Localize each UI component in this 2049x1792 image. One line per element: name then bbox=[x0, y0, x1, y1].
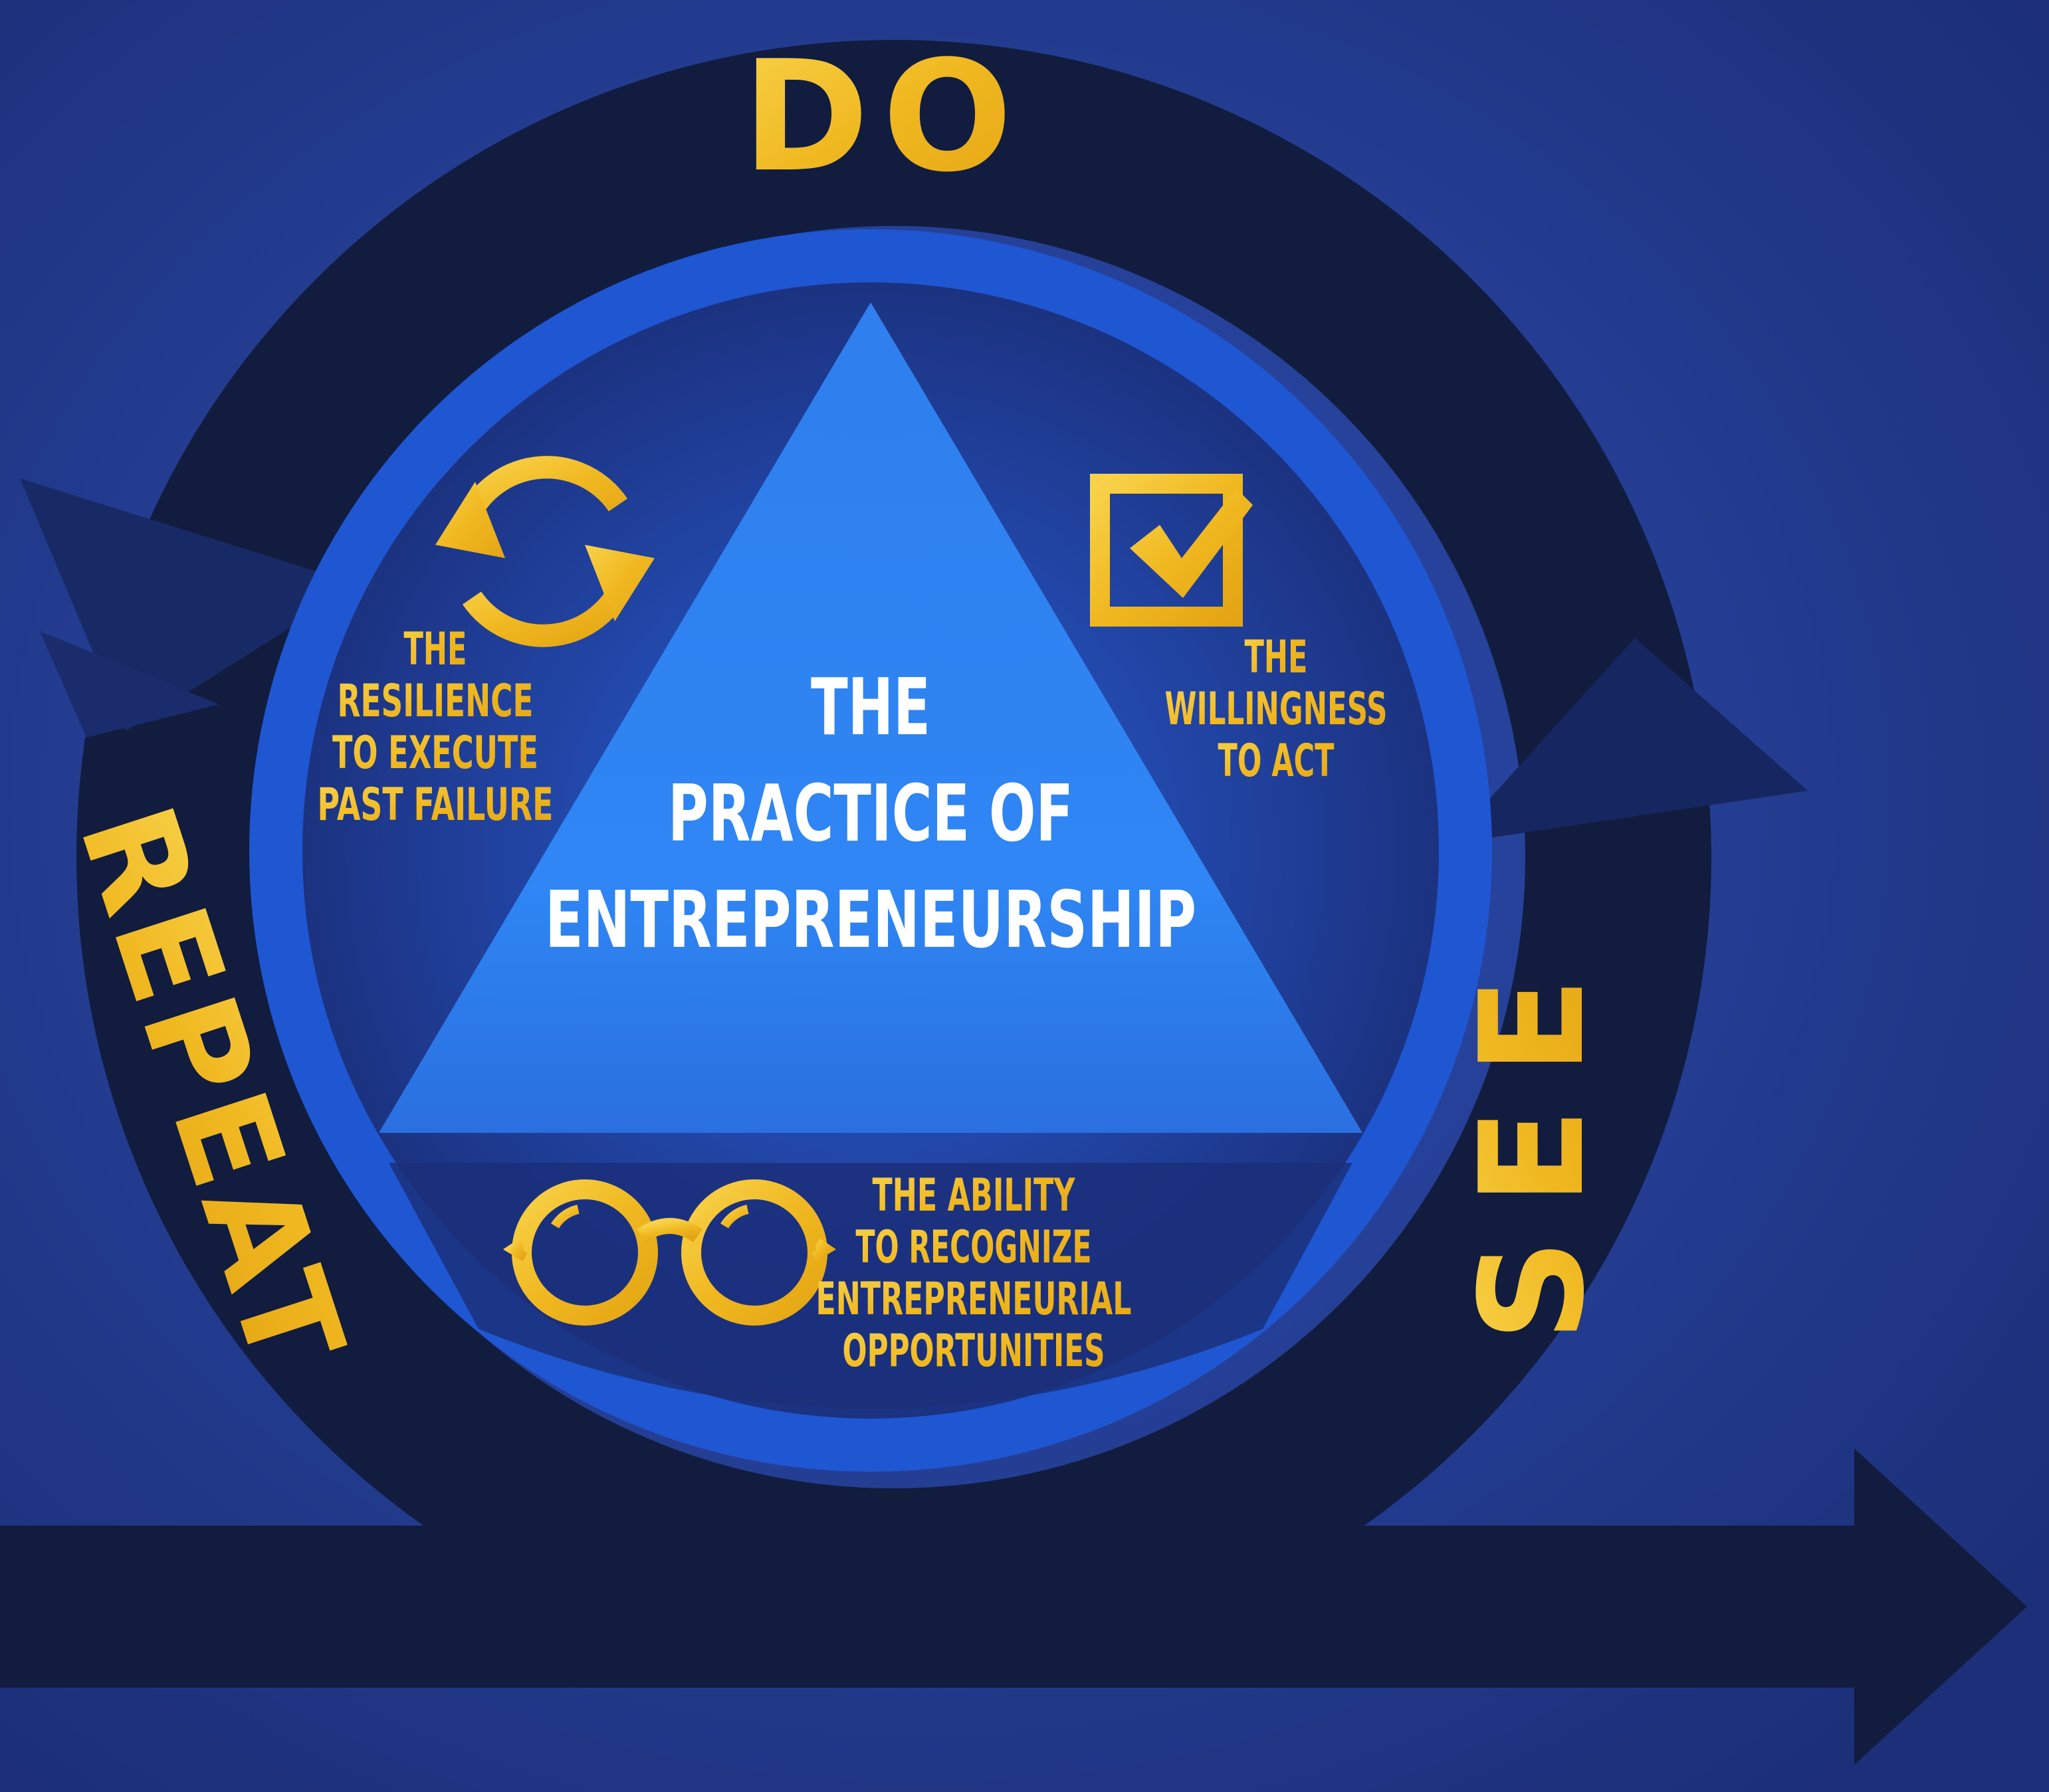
center-triangle bbox=[379, 302, 1362, 1133]
checkbox-icon bbox=[1090, 474, 1253, 627]
resilience-line2: RESILIENCE bbox=[338, 675, 534, 728]
see-arrow-head bbox=[1449, 638, 1808, 844]
repeat-arrow-head bbox=[40, 631, 219, 738]
willingness-line2: WILLINGNESS bbox=[1165, 683, 1388, 736]
resilience-line1: THE bbox=[404, 623, 467, 676]
resilience-line4: PAST FAILURE bbox=[318, 779, 554, 831]
willingness-line3: TO ACT bbox=[1218, 735, 1335, 787]
resilience-line3: TO EXECUTE bbox=[332, 727, 538, 779]
bottom-band bbox=[389, 1163, 1352, 1409]
center-title-line1: THE bbox=[811, 661, 930, 753]
ability-line2: TO RECOGNIZE bbox=[856, 1221, 1092, 1274]
center-title-line2: PRACTICE OF bbox=[668, 767, 1073, 859]
see-label-group: SEE bbox=[1449, 944, 1616, 1342]
ability-line1: THE ABILITY bbox=[873, 1169, 1075, 1222]
willingness-line1: THE bbox=[1245, 631, 1308, 684]
refresh-icon bbox=[435, 456, 655, 647]
glasses-icon bbox=[502, 1179, 837, 1326]
center-title-line3: ENTREPRENEURSHIP bbox=[545, 874, 1196, 965]
ability-line4: OPPORTUNITIES bbox=[843, 1325, 1105, 1377]
see-label: SEE bbox=[1449, 944, 1616, 1342]
do-label: DO bbox=[742, 29, 1025, 206]
ability-line3: ENTREPRENEURIAL bbox=[816, 1273, 1132, 1326]
